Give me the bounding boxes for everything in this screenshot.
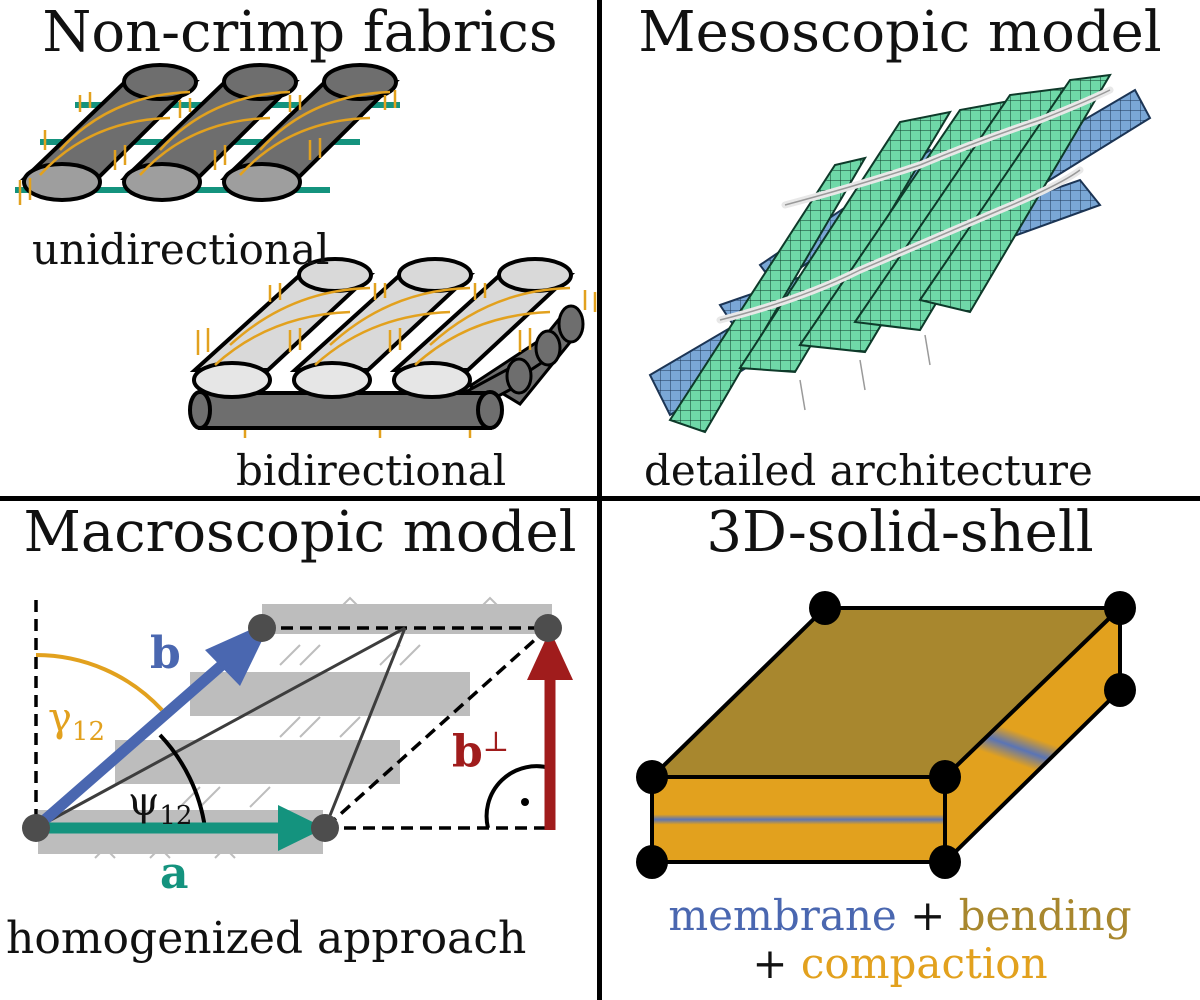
meso-illustration [648,73,1152,434]
macro-node-a [311,814,339,842]
label-unidirectional: unidirectional [32,225,330,274]
shell-node-3 [809,591,841,625]
legend-plus-1: + [896,891,959,940]
noncrimp-illustration [15,63,597,438]
legend-membrane: membrane [668,891,897,940]
panel-3d-solid-shell: 3D-solid-shell [600,500,1200,1000]
macro-inner-lines [35,626,407,830]
shell-illustration [636,591,1136,879]
macro-bar-2 [190,672,470,716]
uni-tow-2 [120,63,300,202]
meso-green-tow-1 [668,156,868,434]
macro-node-b [248,614,276,642]
bi-lower-layer [188,304,585,430]
label-detailed-architecture: detailed architecture [644,446,1093,495]
legend-plus-2: + [752,939,801,988]
panel-mesoscopic-model: Mesoscopic model [600,0,1200,500]
label-vector-bperp: b⊥ [452,718,509,777]
perp-symbol: ⊥ [482,725,510,758]
macro-title: Macroscopic model [23,500,577,565]
vector-bperp-arrowhead [527,630,573,680]
shell-title: 3D-solid-shell [706,500,1094,565]
right-angle-dot [521,798,529,806]
bi-stitching [196,283,597,438]
shell-legend-line-2: + compaction [600,940,1200,988]
vector-a-arrowhead [278,805,325,851]
psi-symbol: ψ [128,779,160,825]
macro-node-origin [22,814,50,842]
gamma-symbol: γ [48,695,72,741]
uni-tow-1 [20,63,200,202]
macro-illustration [22,596,573,859]
legend-bending: bending [958,891,1132,940]
panel-noncrimp-fabrics: Non-crimp fabrics [0,0,600,500]
uni-fabric [15,63,400,205]
shell-node-5 [636,845,668,879]
label-homogenized-approach: homogenized approach [6,913,527,964]
meso-stitching-outline [719,89,1111,411]
meso-title: Mesoscopic model [638,0,1162,65]
meso-green-tow-2 [738,110,953,374]
shell-node-2 [929,760,961,794]
bi-fabric [188,257,597,438]
uni-stitching [18,90,397,205]
label-vector-b: b [150,628,181,679]
psi-subscript: 12 [159,801,193,831]
shell-node-6 [929,845,961,879]
uni-tow-3 [220,63,400,202]
shell-node-4 [1104,591,1136,625]
shell-front-face [650,775,947,864]
panel-macroscopic-model: Macroscopic model [0,500,600,1000]
psi-arc [158,733,207,829]
legend-compaction: compaction [800,939,1048,988]
gamma-arc [35,653,164,712]
shell-node-1 [636,760,668,794]
gamma-subscript: 12 [71,717,105,747]
noncrimp-title: Non-crimp fabrics [42,0,558,65]
horizontal-divider [0,496,1200,501]
label-gamma12: γ12 [48,694,105,756]
label-vector-a: a [160,848,189,899]
shell-node-7 [1104,673,1136,707]
right-angle-arc [484,764,551,829]
macro-nodes [22,614,562,842]
label-psi12: ψ12 [128,778,192,840]
vector-b-shaft [36,653,234,829]
shell-legend-line-1: membrane + bending [600,892,1200,940]
meso-green-tows [668,73,1112,434]
bperp-letter: b [452,726,483,778]
meso-green-tow-5 [918,73,1112,314]
shell-nodes [636,591,1136,879]
macro-node-ab [534,614,562,642]
label-bidirectional: bidirectional [236,446,507,495]
